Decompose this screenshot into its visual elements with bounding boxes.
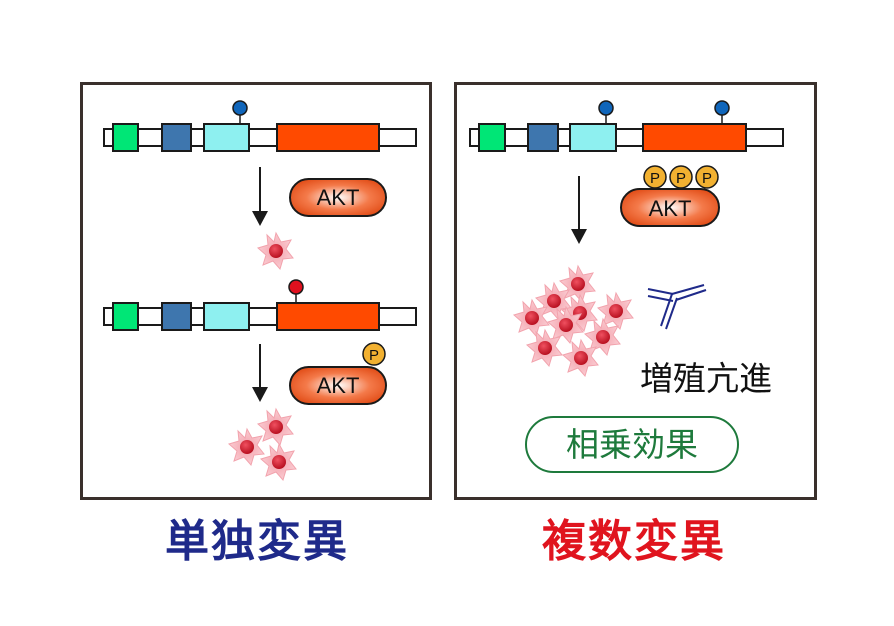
domain-cyan <box>203 123 250 152</box>
mutant-marker-icon <box>288 279 304 295</box>
akt-pill-right: AKT P P P <box>620 165 720 227</box>
antibody-icon <box>647 284 707 330</box>
wildtype-marker-icon <box>598 100 614 116</box>
cell-cluster-left <box>228 408 297 481</box>
domain-green <box>112 123 139 152</box>
akt-pill-left-top: AKT <box>289 178 387 217</box>
phospho-icon <box>643 165 667 189</box>
cell-icon <box>260 443 297 481</box>
protein-mutant-left <box>103 279 417 331</box>
wildtype-marker-icon <box>232 100 248 116</box>
akt-label: AKT <box>317 373 360 398</box>
wildtype-marker-icon <box>714 100 730 116</box>
cell-icon <box>257 232 294 270</box>
domain-cyan <box>203 302 250 331</box>
cell-icon <box>257 408 294 446</box>
kinase-domain <box>276 302 380 331</box>
down-arrow-icon <box>252 344 268 402</box>
kinase-domain <box>276 123 380 152</box>
phospho-icon <box>695 165 719 189</box>
phospho-icon <box>362 342 386 366</box>
domain-steel-blue <box>161 302 192 331</box>
single-mutation-caption: 単独変異 <box>165 516 349 567</box>
cell-icon <box>228 428 265 466</box>
phospho-label: P <box>676 170 686 187</box>
phospho-label: P <box>702 170 712 187</box>
proliferation-label: 増殖亢進 <box>640 359 772 398</box>
akt-label: AKT <box>649 196 692 221</box>
down-arrow-icon <box>252 167 268 226</box>
kinase-domain <box>642 123 747 152</box>
phospho-label: P <box>369 347 379 364</box>
domain-steel-blue <box>161 123 192 152</box>
phospho-label: P <box>650 170 660 187</box>
akt-pill-left-bottom: AKT P <box>289 342 387 405</box>
domain-green <box>112 302 139 331</box>
protein-wildtype-left <box>103 100 417 152</box>
multiple-mutation-caption: 複数変異 <box>542 516 726 567</box>
multiple-mutation-panel <box>454 82 817 500</box>
protein-right <box>469 100 784 152</box>
akt-label: AKT <box>317 185 360 210</box>
down-arrow-icon <box>571 176 587 244</box>
domain-cyan <box>569 123 617 152</box>
phospho-icon <box>669 165 693 189</box>
synergy-badge: 相乗効果 <box>525 416 739 473</box>
domain-steel-blue <box>527 123 559 152</box>
cell-cluster-right <box>513 265 634 377</box>
domain-green <box>478 123 506 152</box>
